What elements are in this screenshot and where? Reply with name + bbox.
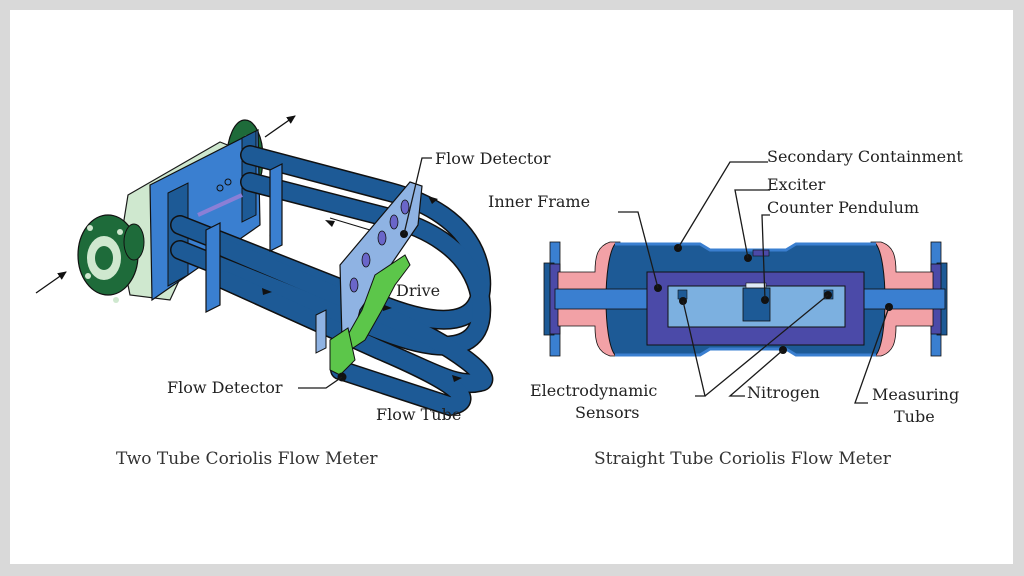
- label-drive: Drive: [396, 281, 440, 300]
- label-exciter: Exciter: [767, 175, 826, 194]
- label-flow-detector-top: Flow Detector: [435, 149, 551, 168]
- label-measuring-line2: Tube: [894, 407, 935, 426]
- label-inner-frame: Inner Frame: [488, 192, 590, 211]
- label-secondary-containment: Secondary Containment: [767, 147, 963, 166]
- drive-assembly: [344, 254, 411, 351]
- label-measuring-line1: Measuring: [872, 385, 959, 404]
- slide-canvas: Flow Detector Drive Flow Detector Flow T…: [10, 10, 1013, 564]
- two-tube-meter-illustration: [35, 115, 494, 417]
- label-nitrogen: Nitrogen: [747, 383, 820, 402]
- label-flow-tube: Flow Tube: [376, 405, 461, 424]
- straight-tube-meter-cross-section: [543, 161, 948, 404]
- coriolis-diagram: Flow Detector Drive Flow Detector Flow T…: [35, 115, 963, 469]
- counter-pendulum-mass: [742, 287, 771, 322]
- exciter-block: [752, 249, 770, 257]
- outlet-arrow-icon: [264, 115, 296, 138]
- label-flow-detector-bottom: Flow Detector: [167, 378, 283, 397]
- label-counter-pendulum: Counter Pendulum: [767, 198, 919, 217]
- label-electrodynamic-line2: Sensors: [575, 403, 639, 422]
- caption-two-tube: Two Tube Coriolis Flow Meter: [116, 449, 378, 469]
- inlet-arrow-icon: [35, 271, 67, 294]
- caption-straight-tube: Straight Tube Coriolis Flow Meter: [594, 449, 892, 469]
- label-electrodynamic-line1: Electrodynamic: [530, 381, 657, 400]
